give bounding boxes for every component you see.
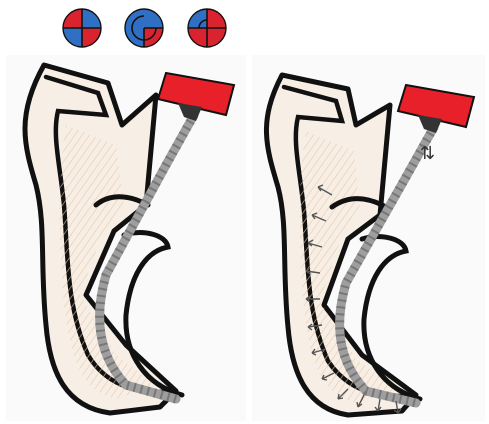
push-pull-motion-icon: ⇅ [420, 143, 435, 164]
file-in-canal-panel [6, 55, 246, 421]
rotation-icons-row [0, 0, 489, 52]
small-turn-icon [187, 8, 227, 48]
tooth-illustration [6, 55, 246, 421]
three-quarter-turn-icon [124, 8, 164, 48]
file-handle [158, 73, 234, 121]
quarter-turn-icon [62, 8, 102, 48]
file-handle [398, 85, 474, 133]
file-push-pull-panel: ⇅ [252, 55, 485, 421]
tooth-illustration-motion: ⇅ [252, 55, 485, 421]
